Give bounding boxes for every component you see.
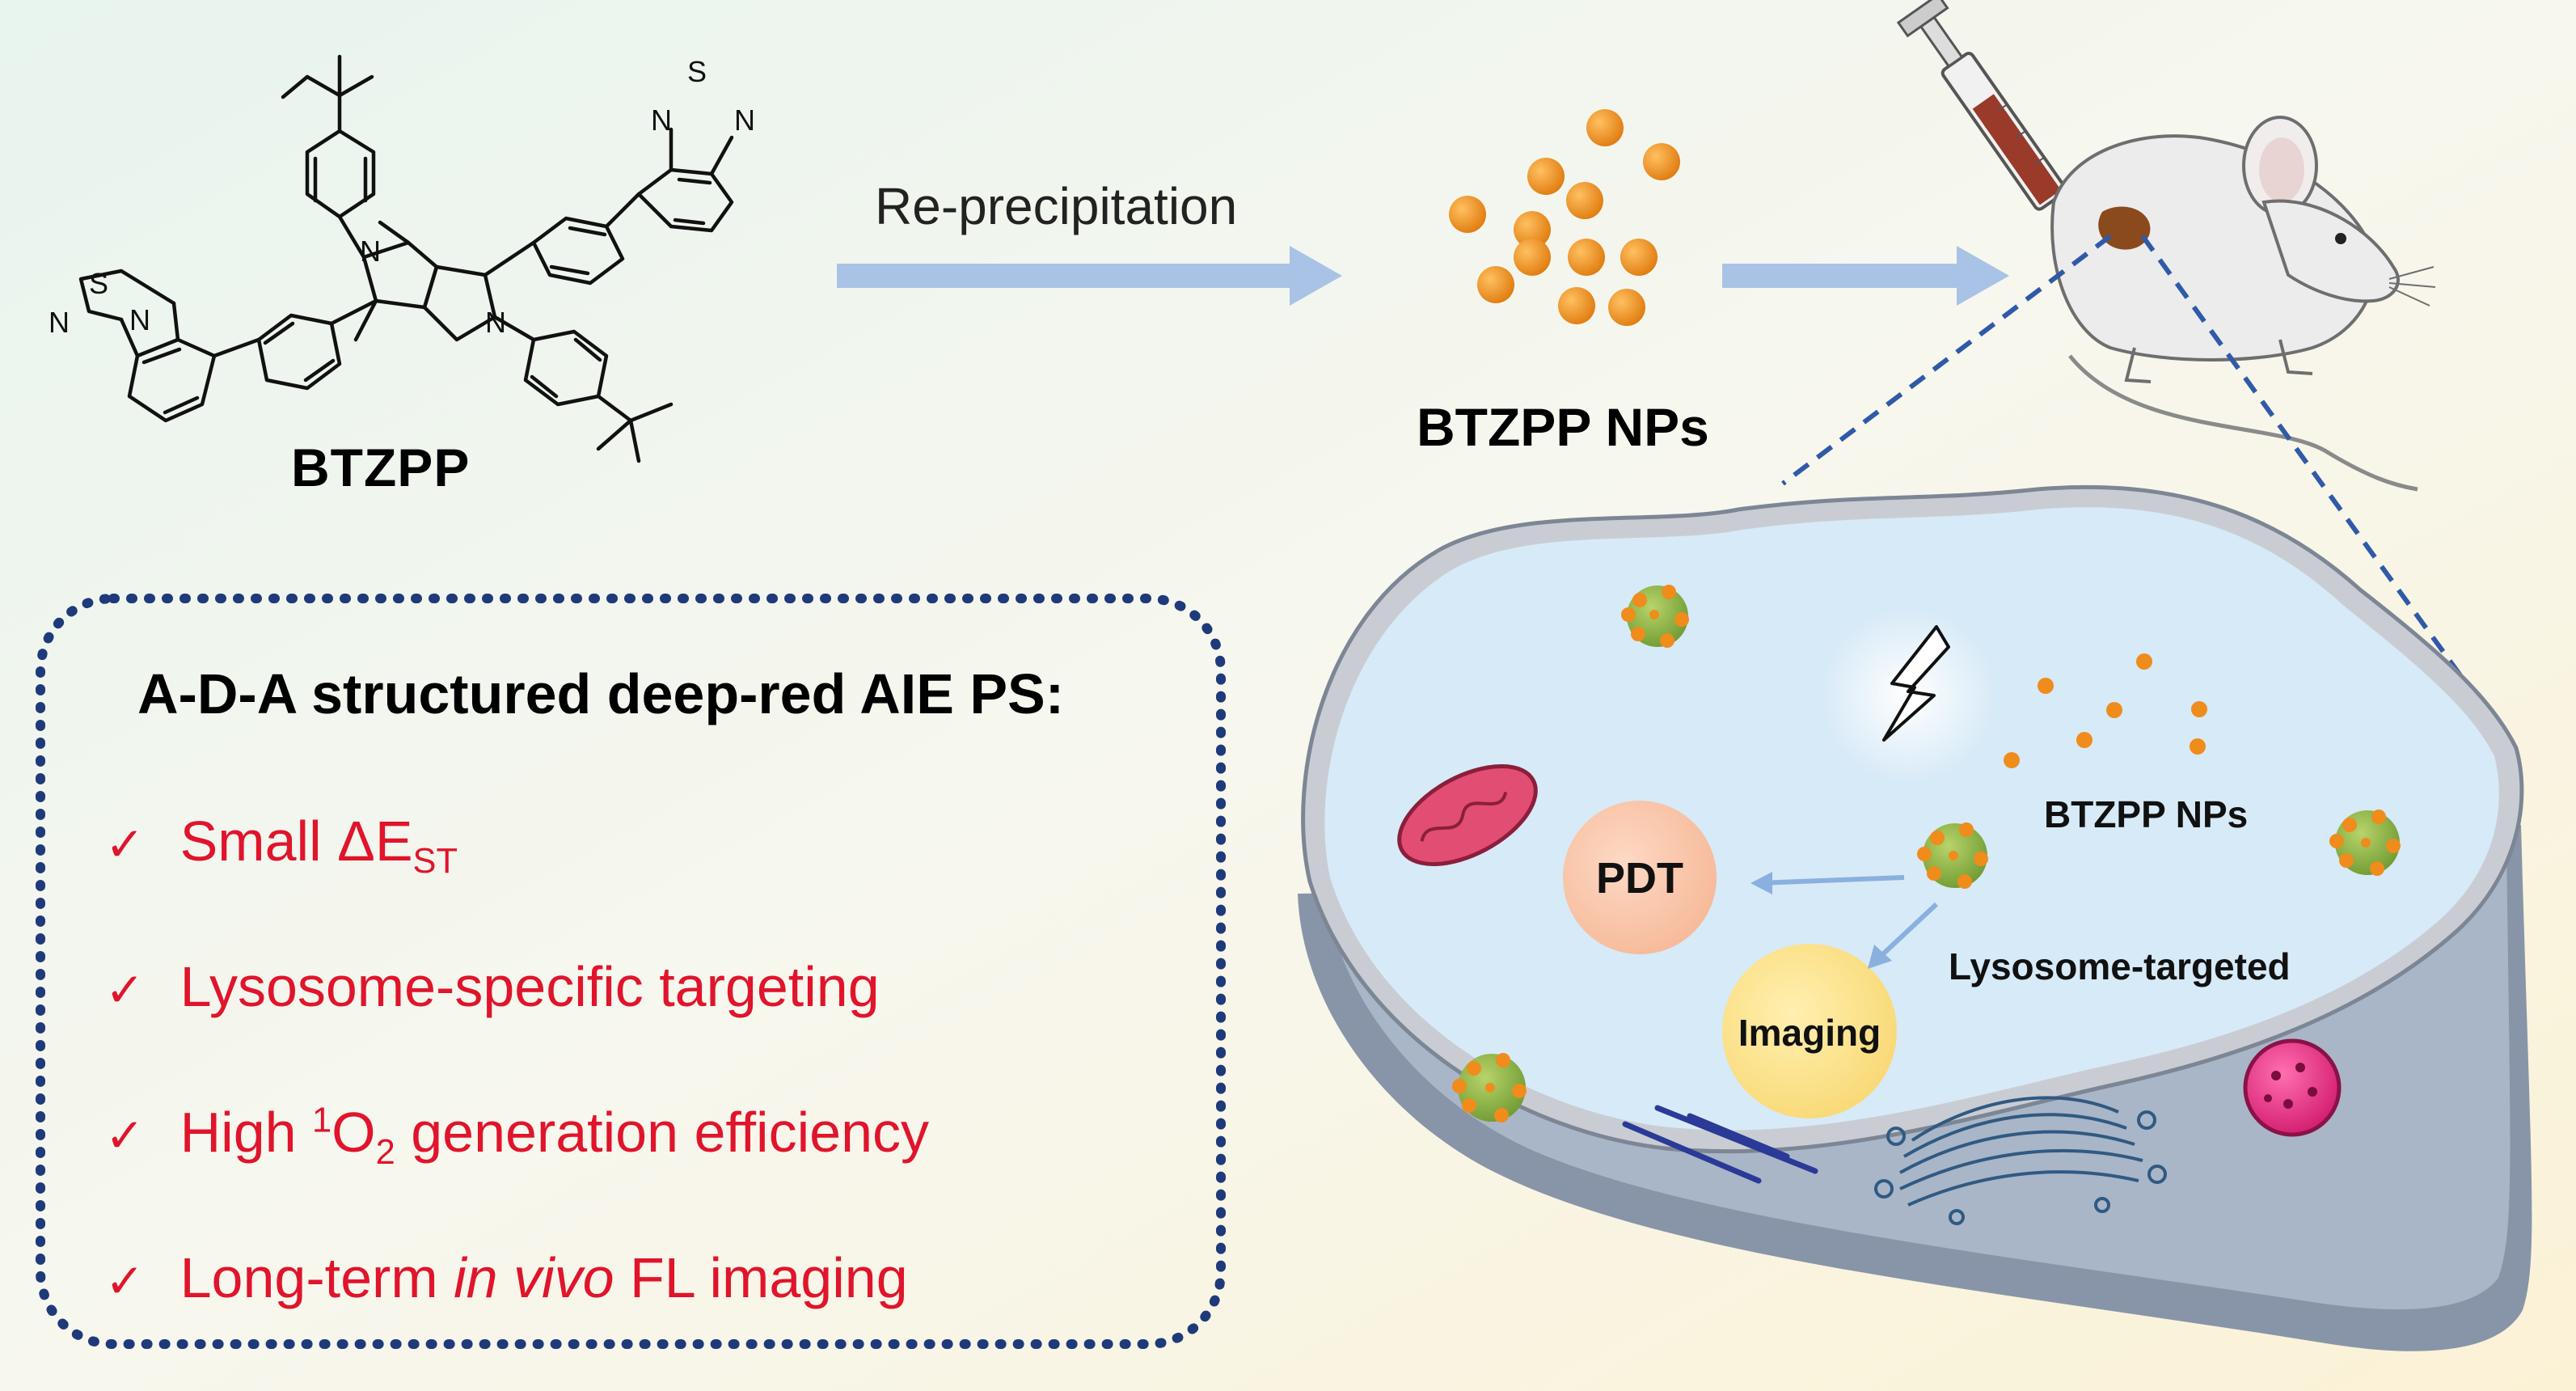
atom-n2: N	[485, 306, 506, 339]
feature-4-pre: Long-term	[179, 1246, 454, 1309]
check-icon: ✓	[105, 1110, 145, 1162]
feature-item-singlet-oxygen: ✓ High 1O2 generation efficiency	[105, 1100, 929, 1173]
imaging-circle	[1722, 944, 1897, 1118]
tumor	[2098, 206, 2151, 250]
atom-n-bottom-right: N	[129, 303, 150, 336]
feature-3-pre: High	[179, 1101, 313, 1164]
nanoparticle-cluster	[1449, 109, 1680, 326]
lightning-icon	[1882, 625, 1950, 742]
feature-item-small-delta-est: ✓ Small ΔEST	[105, 809, 458, 882]
feature-4-post: FL imaging	[614, 1246, 908, 1309]
atom-n-bottom-left: N	[49, 306, 70, 339]
tumor-cell	[1298, 484, 2532, 1351]
cell-nps-label: BTZPP NPs	[2044, 793, 2249, 835]
atom-n1: N	[360, 235, 381, 268]
feature-3-sup: 1	[312, 1101, 332, 1140]
nanoparticle-loaded-lysosome	[1452, 585, 2401, 1123]
imaging-arrow	[1868, 902, 1939, 969]
lysosome-targeted-label: Lysosome-targeted	[1949, 945, 2291, 987]
lysosome-icon	[2243, 1038, 2342, 1137]
check-icon: ✓	[105, 964, 145, 1017]
mitochondrion-icon	[1397, 763, 1538, 867]
feature-4-italic: in vivo	[454, 1246, 614, 1309]
molecule-name: BTZPP	[291, 438, 471, 497]
feature-3-post: generation efficiency	[395, 1101, 930, 1164]
feature-1-subscript: ST	[412, 842, 458, 881]
btzpp-structure	[78, 54, 734, 463]
zoom-line-right	[2140, 235, 2515, 750]
pdt-circle	[1563, 801, 1717, 954]
feature-item-in-vivo-imaging: ✓ Long-term in vivo FL imaging	[105, 1245, 908, 1310]
check-icon: ✓	[105, 818, 145, 871]
process-arrow-2	[1722, 246, 2009, 306]
feature-3-sub: 2	[375, 1133, 395, 1172]
feature-item-lysosome-targeting: ✓ Lysosome-specific targeting	[105, 954, 880, 1019]
intracellular-nanoparticles	[2004, 653, 2207, 768]
process-arrow-1	[837, 246, 1342, 306]
atom-n-top-left: N	[651, 104, 672, 137]
feature-1-text: Small ΔE	[179, 810, 413, 873]
step-reprecipitation-label: Re-precipitation	[875, 177, 1238, 235]
feature-3-mid: O	[332, 1101, 376, 1164]
golgi-icon	[1874, 1096, 2167, 1225]
mouse-icon	[2050, 116, 2436, 492]
zoom-line-left	[1781, 234, 2112, 486]
features-title: A-D-A structured deep-red AIE PS:	[137, 662, 1065, 725]
nanoparticle-label: BTZPP NPs	[1417, 397, 1709, 457]
atom-s-bottom: S	[89, 267, 109, 300]
er-icon	[1622, 1105, 1818, 1184]
atom-s-top: S	[687, 55, 707, 88]
check-icon: ✓	[105, 1255, 145, 1308]
pdt-arrow	[1750, 872, 1905, 894]
features-card-border	[36, 594, 1226, 1349]
pdt-label: PDT	[1596, 854, 1683, 903]
feature-2-text: Lysosome-specific targeting	[179, 955, 880, 1018]
imaging-label: Imaging	[1738, 1012, 1881, 1054]
atom-n-top-right: N	[734, 104, 755, 137]
